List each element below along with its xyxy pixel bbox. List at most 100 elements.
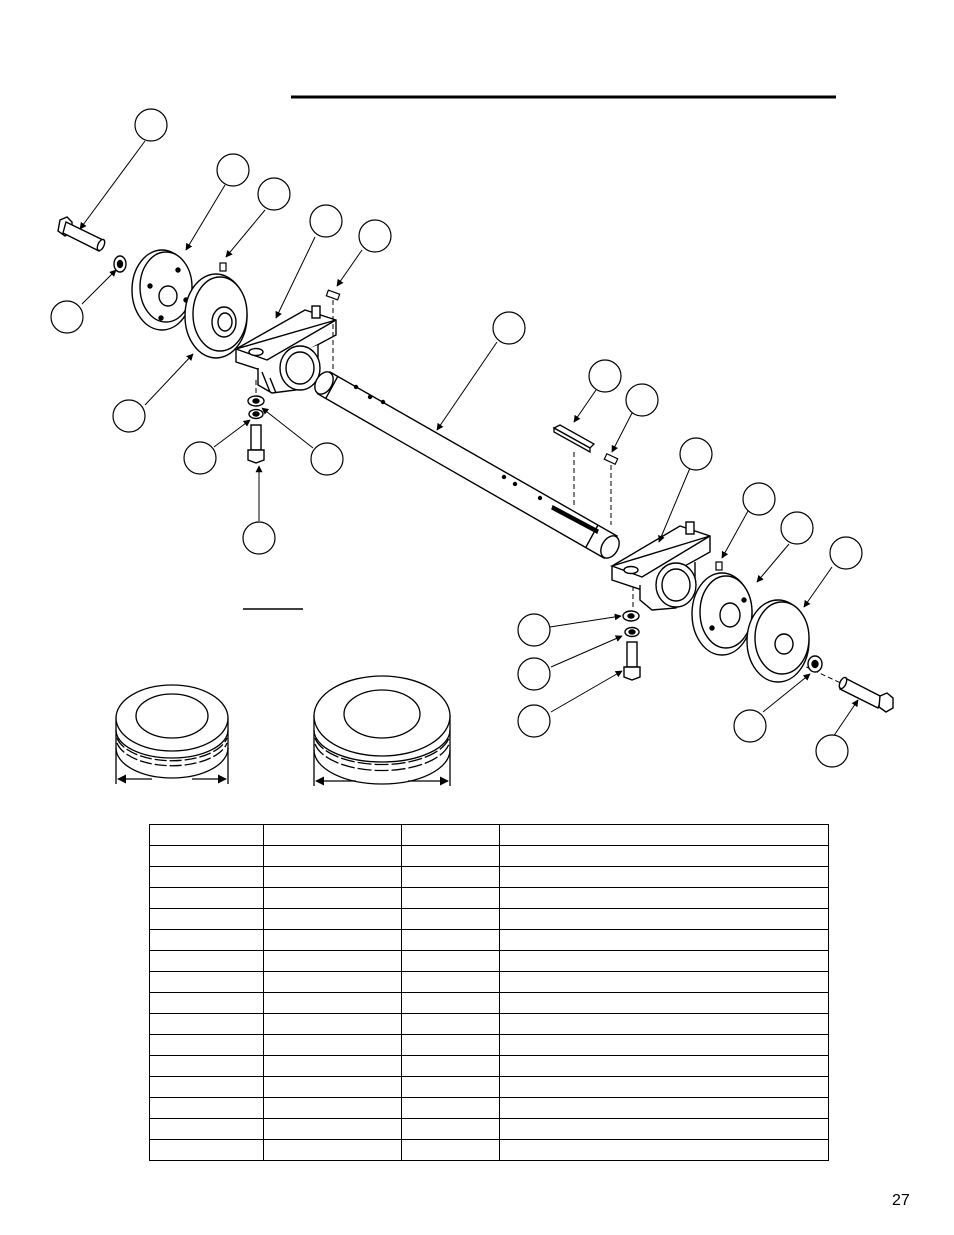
table-row xyxy=(149,1139,829,1161)
table-cell xyxy=(499,1118,829,1140)
table-cell xyxy=(149,1139,264,1161)
table-cell xyxy=(499,971,829,993)
table-cell xyxy=(263,1034,402,1056)
callout-balloon xyxy=(815,734,849,768)
table-cell xyxy=(263,971,402,993)
table-cell xyxy=(263,1097,402,1119)
table-cell xyxy=(401,971,500,993)
bearing-large xyxy=(313,675,451,786)
right-lock-washer-2 xyxy=(624,626,640,638)
callout-balloon xyxy=(742,482,776,516)
table-row xyxy=(149,1118,829,1140)
callout-balloon xyxy=(517,613,551,647)
axle-woodruff-key xyxy=(603,452,619,466)
table-cell xyxy=(149,1097,264,1119)
table-cell xyxy=(263,1118,402,1140)
table-cell xyxy=(499,908,829,930)
table-cell xyxy=(499,929,829,951)
table-cell xyxy=(263,1076,402,1098)
table-row xyxy=(149,908,829,930)
key-guide-lines xyxy=(255,300,846,686)
table-cell xyxy=(263,950,402,972)
callout-balloon xyxy=(829,536,863,570)
table-cell xyxy=(149,908,264,930)
table-row xyxy=(149,887,829,909)
left-set-screw xyxy=(219,262,227,272)
callout-balloon xyxy=(134,108,168,142)
table-cell xyxy=(401,1076,500,1098)
table-cell xyxy=(263,1055,402,1077)
callout-balloon xyxy=(733,709,767,743)
table-cell xyxy=(263,887,402,909)
callout-balloon xyxy=(112,399,146,433)
left-flat-washer xyxy=(247,395,265,407)
table-row xyxy=(149,824,829,846)
callout-balloon xyxy=(679,437,713,471)
table-cell xyxy=(149,929,264,951)
table-cell xyxy=(401,950,500,972)
table-cell xyxy=(263,1013,402,1035)
table-row xyxy=(149,1097,829,1119)
table-cell xyxy=(401,1097,500,1119)
axle-square-key xyxy=(552,424,596,454)
table-cell xyxy=(263,908,402,930)
table-row xyxy=(149,971,829,993)
table-cell xyxy=(149,866,264,888)
page-number: 27 xyxy=(892,1192,910,1209)
table-row xyxy=(149,929,829,951)
table-cell xyxy=(149,887,264,909)
table-cell xyxy=(401,929,500,951)
right-set-screw xyxy=(715,561,723,571)
parts-table xyxy=(149,824,829,1161)
right-flat-washer xyxy=(622,610,640,622)
table-cell xyxy=(149,1076,264,1098)
table-cell xyxy=(149,1055,264,1077)
table-cell xyxy=(401,908,500,930)
table-cell xyxy=(401,1055,500,1077)
callout-balloon xyxy=(309,204,343,238)
table-cell xyxy=(149,824,264,846)
table-row xyxy=(149,992,829,1014)
table-cell xyxy=(149,845,264,867)
table-cell xyxy=(499,1139,829,1161)
callout-balloon xyxy=(780,511,814,545)
table-cell xyxy=(499,1034,829,1056)
table-cell xyxy=(499,824,829,846)
table-cell xyxy=(263,824,402,846)
table-cell xyxy=(149,1118,264,1140)
table-cell xyxy=(499,950,829,972)
table-cell xyxy=(499,1013,829,1035)
left-bearing-plate xyxy=(184,273,248,359)
right-bearing-housing xyxy=(609,521,711,611)
left-lock-washer-2 xyxy=(248,408,264,420)
table-cell xyxy=(263,1139,402,1161)
callout-balloon xyxy=(310,442,344,476)
table-cell xyxy=(499,992,829,1014)
table-cell xyxy=(499,845,829,867)
table-row xyxy=(149,866,829,888)
table-cell xyxy=(263,866,402,888)
bearing-small xyxy=(115,684,229,784)
callout-balloon xyxy=(492,311,526,345)
table-cell xyxy=(401,866,500,888)
parts-table-body xyxy=(149,824,829,1161)
table-cell xyxy=(401,824,500,846)
left-bolt xyxy=(247,424,265,464)
table-row xyxy=(149,1055,829,1077)
exploded-parts-diagram xyxy=(50,95,894,786)
table-cell xyxy=(149,950,264,972)
table-row xyxy=(149,950,829,972)
callout-balloon xyxy=(216,153,250,187)
right-lock-washer xyxy=(807,655,823,673)
table-cell xyxy=(401,1034,500,1056)
table-cell xyxy=(401,1118,500,1140)
axle-shaft xyxy=(314,371,620,559)
table-cell xyxy=(499,1097,829,1119)
table-cell xyxy=(401,1013,500,1035)
callout-balloon xyxy=(242,521,276,555)
table-cell xyxy=(499,1055,829,1077)
table-cell xyxy=(263,929,402,951)
table-cell xyxy=(499,887,829,909)
table-cell xyxy=(401,845,500,867)
callout-balloon xyxy=(358,219,392,253)
